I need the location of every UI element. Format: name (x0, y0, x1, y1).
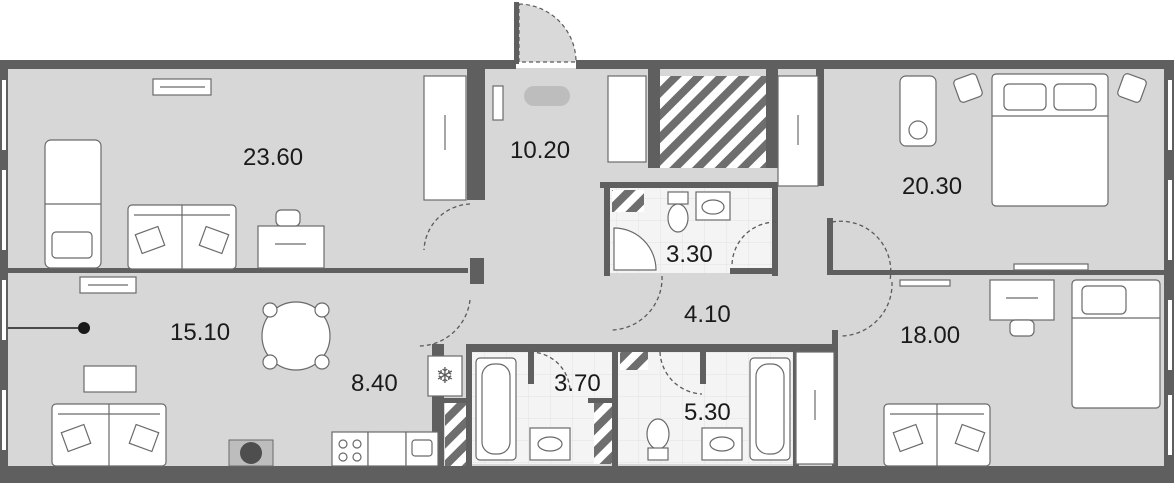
sofa-icon (127, 204, 237, 270)
desk-icon (257, 209, 325, 269)
sofa-icon (51, 403, 167, 467)
entrance-door (514, 2, 577, 64)
tv-stand-icon (899, 263, 1089, 287)
sink-icon (701, 427, 743, 461)
room-area-label: 10.20 (510, 137, 570, 164)
bench-icon (524, 86, 570, 106)
shower-icon (613, 227, 657, 271)
wardrobe-icon (423, 75, 467, 201)
room-area-label: 3.30 (666, 241, 713, 268)
bathtub-icon (475, 357, 517, 461)
ventilation-icon (228, 439, 274, 467)
outer-wall-left (0, 60, 8, 483)
outer-wall-top-right (576, 60, 1174, 69)
svg-text:❄: ❄ (436, 364, 454, 389)
toilet-icon (646, 418, 670, 461)
room-area-label: 23.60 (243, 144, 303, 171)
room-area-label: 8.40 (351, 370, 398, 397)
shaft-1 (660, 76, 766, 168)
tv-stand-icon (79, 276, 137, 294)
dining-table-icon (261, 301, 331, 371)
bed-icon (44, 139, 102, 269)
radiator-icon (152, 78, 212, 96)
shaft-3 (445, 402, 467, 466)
room-area-label: 20.30 (902, 173, 962, 200)
shaft-5 (620, 352, 648, 370)
bed-icon (991, 73, 1109, 207)
sink-icon (529, 427, 571, 461)
room-area-label: 18.00 (900, 322, 960, 349)
shaft-4 (594, 402, 612, 464)
room-area-label: 4.10 (684, 301, 731, 328)
bed-icon (1071, 279, 1161, 409)
desk-icon (989, 279, 1055, 337)
sofa-icon (883, 403, 991, 467)
entrance-marker-icon (8, 322, 90, 334)
sink-icon (405, 431, 439, 467)
wardrobe-icon (795, 351, 835, 465)
outer-wall-top-left (0, 60, 516, 69)
door-swings (417, 203, 893, 395)
nightstand-icon (953, 73, 1147, 103)
room-area-label: 15.10 (170, 319, 230, 346)
sink-icon (695, 191, 731, 221)
windows (2, 80, 1172, 455)
outer-wall-right (1164, 60, 1174, 483)
stove-icon (331, 431, 369, 467)
outer-wall-bottom (0, 466, 1174, 483)
shoe-rack-icon (492, 85, 504, 121)
room-area-label: 3.70 (554, 370, 601, 397)
room-area-label: 5.30 (684, 399, 731, 426)
toilet-icon (667, 191, 689, 233)
counter-icon (367, 431, 407, 467)
bathtub-icon (749, 357, 791, 461)
wardrobe-icon (607, 75, 819, 187)
crib-icon (899, 75, 937, 147)
fridge-icon: ❄ (427, 355, 463, 397)
shaft-2 (612, 190, 644, 212)
coffee-table-icon (83, 365, 137, 393)
